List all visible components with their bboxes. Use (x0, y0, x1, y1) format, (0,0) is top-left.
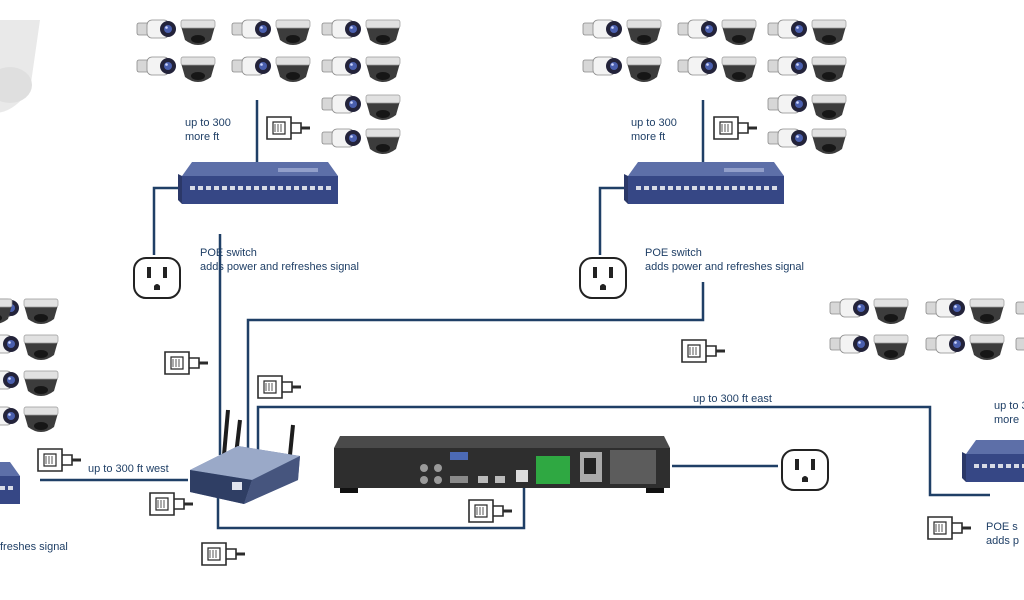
outlet-nvr-icon (781, 449, 829, 491)
rj45-connector-icon (680, 338, 727, 364)
poe-switch-left (178, 162, 338, 204)
distance-label-right: up to 3 more (994, 399, 1024, 427)
outlet-left-icon (133, 257, 181, 299)
distance-label-line: more ft (631, 131, 666, 143)
outlet-center-icon (579, 257, 627, 299)
poe-switch-description: adds power and refreshes signal (200, 261, 359, 273)
distance-label-center: up to 300 more ft (631, 116, 677, 144)
cable-left-switch-to-outlet (152, 186, 180, 255)
poe-switch-description: adds power and refreshes signal (645, 261, 804, 273)
poe-switch-center (624, 162, 784, 204)
poe-switch-label-left: POE switch adds power and refreshes sign… (200, 246, 359, 274)
cable-center-switch-to-outlet (598, 186, 628, 255)
rj45-connector-icon (148, 491, 195, 517)
poe-switch-label-far-left: freshes signal (0, 540, 68, 554)
cables (40, 100, 990, 530)
rj45-connector-icon (265, 115, 312, 141)
cable-router-to-nvr (216, 480, 526, 530)
poe-switch-title: POE switch (645, 247, 702, 259)
distance-label-line: up to 3 (994, 400, 1024, 412)
nvr-recorder (334, 436, 670, 493)
camera-cluster-right (830, 298, 1024, 360)
cable-router-east (256, 405, 990, 497)
rj45-connector-icon (926, 515, 973, 541)
rj45-connector-icon (163, 350, 210, 376)
rj45-connector-icon (36, 447, 83, 473)
poe-switch-far-left (0, 462, 20, 504)
rj45-connector-icon (712, 115, 759, 141)
poe-switch-title: POE switch (200, 247, 257, 259)
distance-label-line: more (994, 414, 1020, 426)
poe-switch-description: freshes signal (0, 541, 68, 553)
cable-label-west: up to 300 ft west (88, 463, 169, 475)
distance-label-line: up to 300 (185, 117, 231, 129)
poe-switch-label-center: POE switch adds power and refreshes sign… (645, 246, 804, 274)
camera-cluster-far-left (0, 298, 58, 432)
distance-label-line: more ft (185, 131, 220, 143)
distance-label-left: up to 300 more ft (185, 116, 231, 144)
distance-label-line: up to 300 (631, 117, 677, 129)
poe-switch-title: POE s (986, 521, 1018, 533)
poe-switch-label-right: POE s adds p (986, 520, 1019, 548)
rj45-connector-icon (467, 498, 514, 524)
cable-center-switch-to-router (246, 282, 705, 455)
cable-label-east: up to 300 ft east (693, 393, 772, 405)
poe-switch-description: adds p (986, 535, 1020, 547)
rj45-connector-icon (200, 541, 247, 567)
router (190, 409, 300, 504)
rj45-connector-icon (256, 374, 303, 400)
poe-switch-right (962, 440, 1024, 482)
faded-camera-graphic (0, 20, 40, 113)
